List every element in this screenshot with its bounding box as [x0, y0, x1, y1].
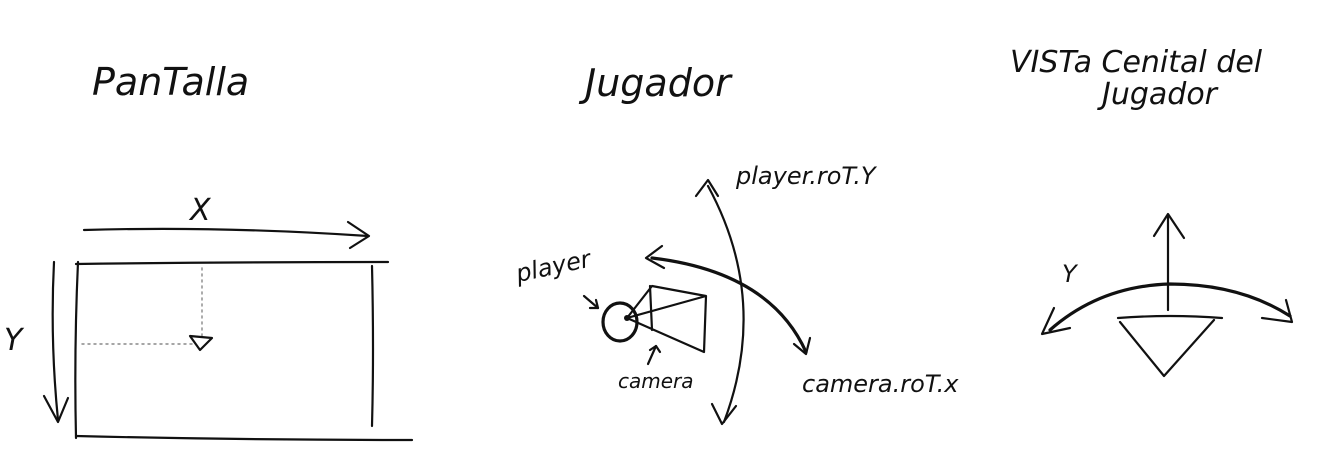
camera-pointer-arrow: [646, 344, 658, 366]
y-axis-label: Y: [4, 323, 25, 358]
top-view-title-line2: Jugador: [1097, 77, 1219, 112]
rotation-arrowhead-right: [1260, 298, 1294, 324]
screen-diagram: PanTalla X Y: [4, 60, 414, 442]
screen-bottom-edge: [74, 434, 414, 442]
y-axis-arrow: [51, 260, 60, 422]
screen-top-edge: [74, 260, 390, 266]
player-pointer-arrow: [582, 294, 600, 310]
top-view-title-line1: VISTa Cenital del: [1010, 45, 1263, 80]
rotation-arc: [1048, 282, 1292, 332]
view-cone-sides: [1118, 318, 1216, 378]
player-label: player: [512, 244, 595, 288]
player-diagram: Jugador player.roT.Y camera.roT.x player…: [512, 61, 959, 426]
rotation-arrowhead-left: [1040, 306, 1072, 336]
forward-arrowhead: [1152, 212, 1186, 240]
player-rot-y-arc: [706, 184, 745, 424]
top-view-y-label: Y: [1062, 260, 1079, 288]
camera-rot-x-arc: [650, 256, 808, 354]
camera-frustum: [625, 284, 708, 354]
screen-left-edge: [74, 260, 80, 440]
pointer-icon: [188, 334, 214, 352]
screen-title: PanTalla: [92, 60, 249, 104]
x-axis-arrow: [82, 227, 370, 238]
view-cone-top: [1116, 314, 1224, 320]
player-pointer-arrowhead: [588, 298, 600, 310]
y-axis-arrowhead: [42, 394, 70, 424]
camera-rot-x-label: camera.roT.x: [802, 370, 959, 398]
x-axis-arrowhead: [346, 220, 371, 250]
camera-pointer-arrowhead: [648, 344, 662, 354]
player-rot-y-arrowhead-top: [694, 178, 720, 198]
camera-rot-x-arrowhead-right: [792, 336, 812, 356]
camera-label: camera: [618, 369, 694, 393]
x-axis-label: X: [188, 193, 212, 228]
player-rot-y-arrowhead-bottom: [710, 402, 738, 426]
player-head-icon: [601, 301, 639, 343]
player-rot-y-label: player.roT.Y: [735, 162, 878, 190]
player-title: Jugador: [578, 61, 733, 105]
top-view-diagram: VISTa Cenital del Jugador Y: [1010, 45, 1294, 378]
screen-right-edge: [370, 264, 375, 428]
camera-rot-x-arrowhead-left: [644, 244, 666, 270]
